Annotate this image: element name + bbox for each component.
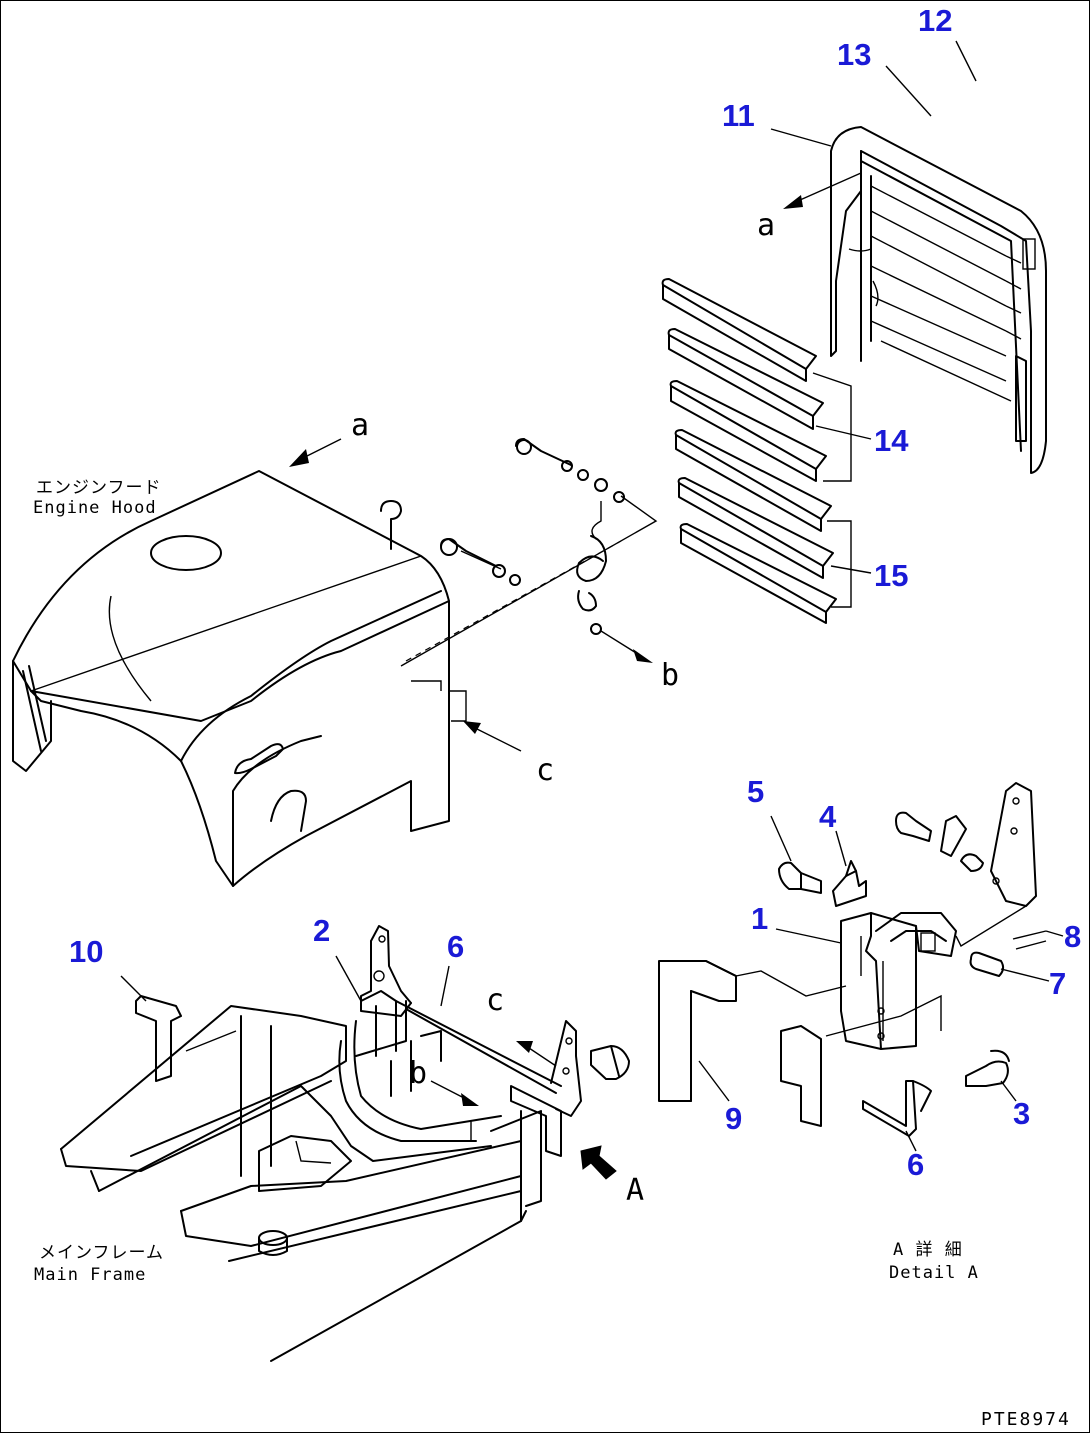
view-letter-A: A: [626, 1173, 645, 1208]
main-frame-label-en: Main Frame: [34, 1265, 147, 1285]
callout-5: 5: [747, 774, 765, 809]
part-10: [135, 995, 237, 1082]
detail-a-label-en: Detail A: [889, 1263, 979, 1283]
main-frame: [60, 990, 542, 1362]
callout-15: 15: [874, 558, 909, 593]
callout-2: 2: [313, 913, 331, 948]
view-arrow-a: [580, 1145, 617, 1180]
engine-hood: [12, 470, 467, 887]
ref-letter-b-hood: b: [661, 658, 680, 693]
detail-a-label-jp: A 詳 細: [893, 1240, 963, 1260]
callout-9: 9: [725, 1101, 743, 1136]
hinge-assembly: [360, 925, 630, 1157]
callout-4: 4: [819, 799, 837, 834]
grille-assembly: [830, 126, 1047, 474]
hood-fasteners: [400, 438, 658, 691]
ref-letter-a-grille: a: [757, 208, 776, 243]
callout-10: 10: [69, 934, 104, 969]
callout-6-detail: 6: [907, 1147, 925, 1182]
callout-6-frame: 6: [447, 929, 465, 964]
dashed-leader: [405, 540, 622, 662]
engine-hood-label-jp: エンジンフード: [36, 478, 162, 498]
callout-8: 8: [1064, 919, 1082, 954]
louver-stack: [661, 278, 852, 624]
callout-3: 3: [1013, 1096, 1031, 1131]
ref-letter-a-hood: a: [351, 408, 370, 443]
detail-a: [658, 782, 1047, 1137]
callout-12: 12: [918, 3, 953, 38]
callout-7: 7: [1049, 966, 1067, 1001]
callout-13: 13: [837, 37, 872, 72]
ref-letter-c-hood: c: [536, 753, 555, 788]
ref-letter-c-frame: c: [486, 983, 505, 1018]
direction-arrows: [289, 172, 862, 1106]
ref-letter-b-frame: b: [409, 1056, 428, 1091]
engine-hood-label-en: Engine Hood: [33, 498, 157, 518]
main-frame-label-jp: メインフレーム: [39, 1243, 164, 1263]
callout-11: 11: [722, 98, 755, 133]
leader-lines: [120, 40, 1064, 1152]
figure-code: PTE8974: [981, 1409, 1071, 1430]
callout-14: 14: [874, 423, 909, 458]
callout-1: 1: [751, 901, 769, 936]
